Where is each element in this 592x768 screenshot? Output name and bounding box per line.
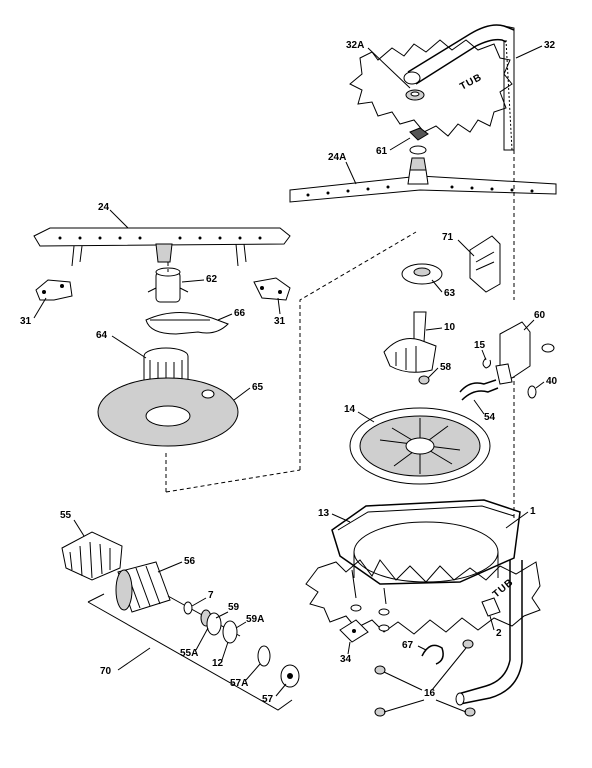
callout-66: 66 — [234, 308, 246, 319]
part-15-clip — [482, 357, 491, 369]
part-71-bracket — [469, 235, 501, 293]
part-32a-nut — [405, 89, 425, 101]
part-2-clamp — [481, 597, 501, 617]
part-67-clip — [421, 644, 444, 665]
callout-1: 1 — [530, 506, 536, 517]
callout-7: 7 — [208, 590, 214, 601]
callout-60: 60 — [534, 310, 546, 321]
callout-70: 70 — [100, 666, 112, 677]
callout-57a: 57A — [230, 678, 248, 689]
bracket-31-left — [35, 279, 73, 301]
callout-31-left: 31 — [20, 316, 32, 327]
callout-24a: 24A — [328, 152, 346, 163]
callout-40: 40 — [546, 376, 558, 387]
callout-32a: 32A — [346, 40, 364, 51]
callout-61: 61 — [376, 146, 388, 157]
callout-64: 64 — [96, 330, 108, 341]
part-58-nut — [418, 375, 430, 385]
callout-55: 55 — [60, 510, 72, 521]
part-62-support — [147, 267, 189, 303]
callout-34: 34 — [340, 654, 352, 665]
callout-24: 24 — [98, 202, 110, 213]
callout-63: 63 — [444, 288, 456, 299]
part-61-bearing — [409, 127, 429, 155]
part-66-seal — [145, 311, 229, 335]
callout-62: 62 — [206, 274, 218, 285]
motor-shaft-parts — [167, 595, 300, 688]
part-60-valve — [495, 321, 531, 385]
lower-spray-arm-24 — [33, 227, 291, 267]
callout-32: 32 — [544, 40, 556, 51]
callout-2: 2 — [496, 628, 502, 639]
callout-31-right: 31 — [274, 316, 286, 327]
drain-hose — [455, 560, 523, 706]
upper-spray-arm-24a — [289, 157, 557, 203]
callout-58: 58 — [440, 362, 452, 373]
bracket-70 — [87, 593, 293, 711]
part-54-hose — [459, 379, 499, 401]
tub-label-lower: TUB — [491, 577, 516, 601]
callout-16: 16 — [424, 688, 436, 699]
part-65-filter-screen — [97, 377, 239, 447]
callout-67: 67 — [402, 640, 414, 651]
callout-14: 14 — [344, 404, 356, 415]
callout-59a: 59A — [246, 614, 264, 625]
callout-13: 13 — [318, 508, 330, 519]
part-55-motor-mount — [61, 531, 123, 581]
callout-56: 56 — [184, 556, 196, 567]
callout-12: 12 — [212, 658, 224, 669]
callout-65: 65 — [252, 382, 264, 393]
callout-71: 71 — [442, 232, 454, 243]
part-63-disc — [401, 263, 443, 285]
part-16-nuts — [374, 639, 476, 717]
callout-55a: 55A — [180, 648, 198, 659]
tub-label-upper: TUB — [458, 72, 484, 93]
callout-57: 57 — [262, 694, 274, 705]
part-40-washer — [527, 343, 555, 399]
part-10-pump-housing — [383, 311, 437, 373]
callouts: 32A 32 61 24A 24 71 62 63 31 31 66 10 — [20, 40, 558, 713]
part-56-motor — [115, 561, 171, 613]
mounting-screws — [350, 569, 390, 632]
callout-15: 15 — [474, 340, 486, 351]
bracket-31-right — [253, 277, 291, 301]
part-14-sump — [349, 407, 491, 485]
callout-59: 59 — [228, 602, 240, 613]
callout-54: 54 — [484, 412, 496, 423]
callout-10: 10 — [444, 322, 456, 333]
part-34-plate — [339, 619, 369, 643]
part-1-heater-ring — [353, 521, 499, 583]
